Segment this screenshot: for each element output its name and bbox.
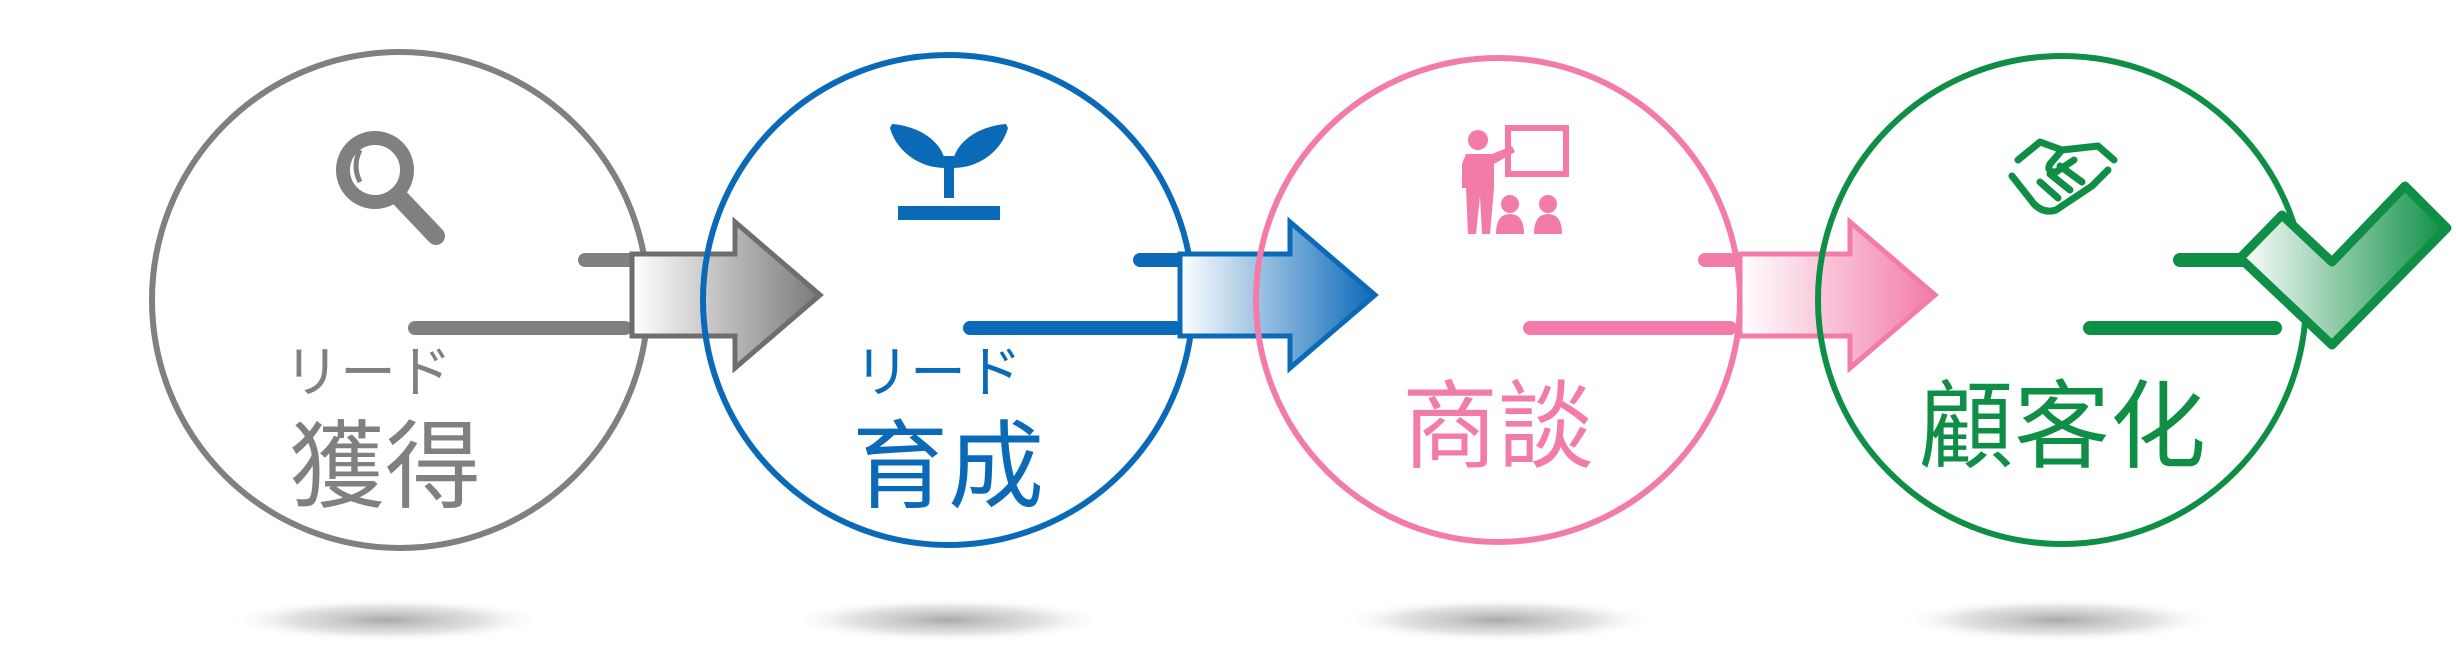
stage-3: 商談 — [1253, 55, 1743, 545]
stage-3-label: 商談 — [1402, 371, 1594, 483]
final-arrow — [2083, 181, 2452, 350]
stage-4: 顧客化 — [1815, 53, 2309, 547]
checkmark-icon — [2235, 181, 2452, 350]
stage-1-shadow — [227, 598, 547, 642]
stage-1-ruby: リード — [284, 341, 452, 406]
stage-1: リード 獲得 — [149, 49, 651, 551]
stage-4-shadow — [1898, 598, 2218, 642]
stage-3-shadow — [1338, 598, 1658, 642]
arrow-3 — [1523, 216, 1939, 374]
arrow-1 — [408, 216, 824, 374]
handshake-icon — [2008, 138, 2118, 215]
arrow-2 — [963, 216, 1379, 374]
magnifier-icon — [336, 131, 445, 245]
stage-2-shadow — [788, 598, 1108, 642]
stage-1-label: 獲得 — [289, 411, 481, 523]
presentation-icon — [1462, 125, 1569, 234]
sprout-icon — [890, 124, 1008, 220]
stage-4-label: 顧客化 — [1918, 371, 2206, 483]
stage-2-label: 育成 — [852, 411, 1044, 523]
stage-2-ruby: リード — [854, 341, 1022, 406]
